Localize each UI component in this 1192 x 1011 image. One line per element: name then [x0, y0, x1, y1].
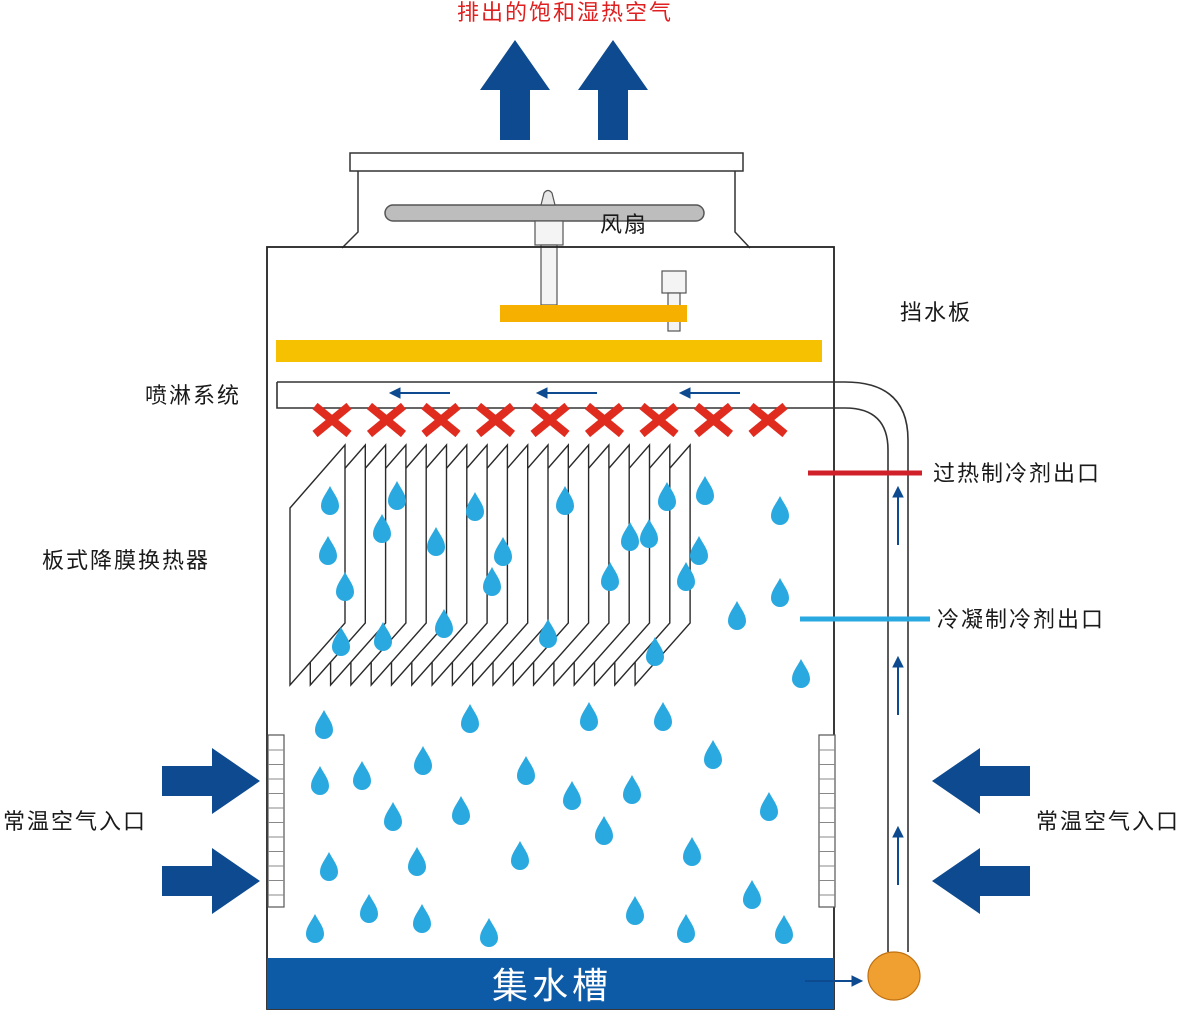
water-drop-icon	[580, 702, 598, 731]
water-drop-icon	[461, 704, 479, 733]
air-inlet-louver-left	[267, 734, 285, 908]
pump-icon	[867, 951, 921, 1001]
water-drop-icon	[517, 756, 535, 785]
water-drop-icon	[466, 492, 484, 521]
water-drop-icon	[319, 536, 337, 565]
water-drop-icon	[792, 659, 810, 688]
pump-suction-arrow	[805, 975, 864, 987]
water-drop-icon	[539, 619, 557, 648]
water-drop-icon	[775, 915, 793, 944]
x-nozzle-icon	[748, 402, 788, 438]
water-drop-icon	[483, 567, 501, 596]
drift-eliminator	[276, 340, 822, 362]
fan-icon	[384, 189, 705, 306]
air-inlet-right-label: 常温空气入口	[1036, 810, 1180, 835]
exchanger-label: 板式降膜换热器	[42, 549, 210, 574]
water-drop-icon	[315, 710, 333, 739]
x-nozzle-icon	[584, 402, 625, 438]
water-drop-icon	[743, 880, 761, 909]
superheated-outlet-label: 过热制冷剂出口	[933, 462, 1101, 487]
water-drop-icon	[408, 847, 426, 876]
water-drop-icon	[373, 514, 391, 543]
water-drop-icon	[336, 572, 354, 601]
exhaust-arrow-left-icon	[480, 40, 550, 140]
spray-pipe	[276, 381, 909, 952]
air-inlet-left-label: 常温空气入口	[3, 810, 147, 835]
water-drop-icon	[626, 896, 644, 925]
fan-housing	[341, 152, 751, 249]
water-drop-icon	[480, 918, 498, 947]
exhaust-arrow-right-icon	[578, 40, 648, 140]
nozzle-row	[312, 402, 788, 438]
water-drop-icon	[704, 740, 722, 769]
water-drop-icon	[640, 519, 658, 548]
water-drop-icon	[360, 894, 378, 923]
spray-label: 喷淋系统	[145, 384, 241, 409]
fan-label: 风扇	[600, 213, 648, 238]
water-drop-icon	[728, 601, 746, 630]
water-drop-icon	[696, 476, 714, 505]
water-drop-icon	[771, 496, 789, 525]
water-drop-icon	[623, 775, 641, 804]
exhaust-label: 排出的饱和湿热空气	[457, 1, 673, 26]
x-nozzle-icon	[693, 402, 734, 438]
water-drop-icon	[511, 841, 529, 870]
water-drop-icon	[374, 622, 392, 651]
water-drop-icon	[621, 522, 639, 551]
plate-heat-exchanger	[289, 443, 691, 687]
inlet-arrow-left-icon	[932, 748, 1030, 914]
condensed-outlet-label: 冷凝制冷剂出口	[937, 608, 1105, 633]
water-drop-icon	[677, 914, 695, 943]
water-drop-icon	[646, 637, 664, 666]
spray-flow-arrows	[388, 387, 740, 399]
water-drop-icon	[427, 527, 445, 556]
water-drop-icon	[683, 837, 701, 866]
basin-label: 集水槽	[492, 966, 612, 1007]
water-drop-icon	[311, 766, 329, 795]
water-drop-icon	[595, 816, 613, 845]
water-drop-icon	[413, 904, 431, 933]
x-nozzle-icon	[421, 402, 461, 438]
small-eliminator-plate	[500, 305, 687, 322]
water-drop-icon	[771, 578, 789, 607]
water-drop-icon	[414, 746, 432, 775]
water-droplets	[306, 476, 810, 947]
water-drop-icon	[494, 537, 512, 566]
x-nozzle-icon	[639, 402, 679, 438]
water-drop-icon	[563, 781, 581, 810]
collection-basin	[267, 958, 834, 1009]
water-drop-icon	[306, 914, 324, 943]
water-drop-icon	[556, 486, 574, 515]
water-drop-icon	[320, 852, 338, 881]
water-drop-icon	[452, 796, 470, 825]
water-drop-icon	[384, 802, 402, 831]
water-drop-icon	[690, 536, 708, 565]
eliminator-label: 挡水板	[900, 301, 972, 326]
x-nozzle-icon	[475, 402, 516, 438]
water-drop-icon	[654, 702, 672, 731]
water-drop-icon	[601, 562, 619, 591]
water-drop-icon	[760, 792, 778, 821]
x-nozzle-icon	[366, 402, 407, 438]
water-drop-icon	[677, 562, 695, 591]
water-drop-icon	[321, 486, 339, 515]
water-drop-icon	[435, 609, 453, 638]
air-inlet-louver-right	[818, 734, 836, 908]
riser-flow-arrows	[892, 485, 904, 885]
x-nozzle-icon	[530, 402, 570, 438]
water-drop-icon	[658, 482, 676, 511]
water-drop-icon	[353, 761, 371, 790]
x-nozzle-icon	[312, 402, 352, 438]
inlet-arrow-right-icon	[162, 748, 260, 914]
water-drop-icon	[332, 627, 350, 656]
water-drop-icon	[388, 481, 406, 510]
